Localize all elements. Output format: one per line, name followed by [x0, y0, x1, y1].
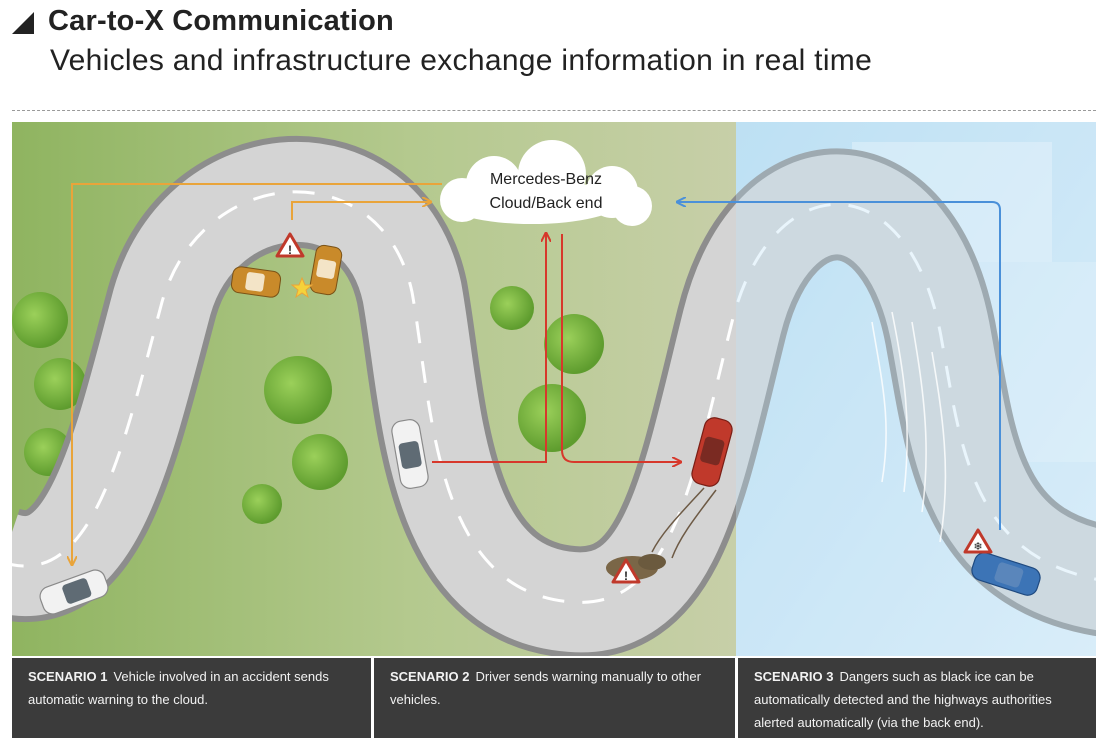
illustration: Mercedes-Benz Cloud/Back end ! !	[12, 122, 1096, 656]
snowflake-warning-icon: ❄	[963, 528, 993, 554]
trees	[12, 286, 604, 524]
white-car-scenario2	[391, 419, 429, 489]
scenario2-arrows	[432, 234, 680, 462]
accident-car-2	[309, 244, 343, 296]
svg-text:!: !	[288, 243, 292, 257]
winding-road	[12, 136, 1096, 656]
cloud-label-line2: Cloud/Back end	[490, 195, 603, 212]
scenario2-text: Driver sends warning manually to other v…	[390, 669, 701, 707]
scenario1-text: Vehicle involved in an accident sends au…	[28, 669, 329, 707]
scenario1-label: SCENARIO 1	[28, 669, 108, 684]
warning-triangle-icon: !	[611, 558, 641, 584]
scenario3-text: Dangers such as black ice can be automat…	[754, 669, 1052, 730]
blue-car-scenario3	[971, 552, 1041, 596]
cloud-icon	[440, 140, 652, 226]
scene-svg: Mercedes-Benz Cloud/Back end ! !	[12, 122, 1096, 656]
impact-star-icon	[290, 276, 314, 299]
accident-car-1	[230, 266, 282, 298]
red-car-scenario2	[691, 417, 733, 487]
scenario2-label: SCENARIO 2	[390, 669, 470, 684]
ice-streaks	[871, 311, 947, 543]
warning-triangle-icon: !	[275, 232, 305, 258]
page-title: Car-to-X Communication	[48, 4, 394, 37]
page-subtitle: Vehicles and infrastructure exchange inf…	[50, 44, 873, 77]
white-car-scenario1	[39, 569, 109, 615]
svg-text:!: !	[624, 569, 628, 583]
cloud-label-line1: Mercedes-Benz	[490, 171, 602, 188]
skid-marks	[651, 487, 717, 559]
header: Car-to-X Communication	[12, 2, 394, 40]
scenario1-arrows	[72, 183, 442, 564]
dashed-divider	[12, 110, 1096, 111]
scenario3-arrows	[678, 202, 1001, 530]
triangle-marker-icon	[12, 12, 34, 34]
svg-text:❄: ❄	[973, 540, 982, 553]
scenario3-label: SCENARIO 3	[754, 669, 834, 684]
